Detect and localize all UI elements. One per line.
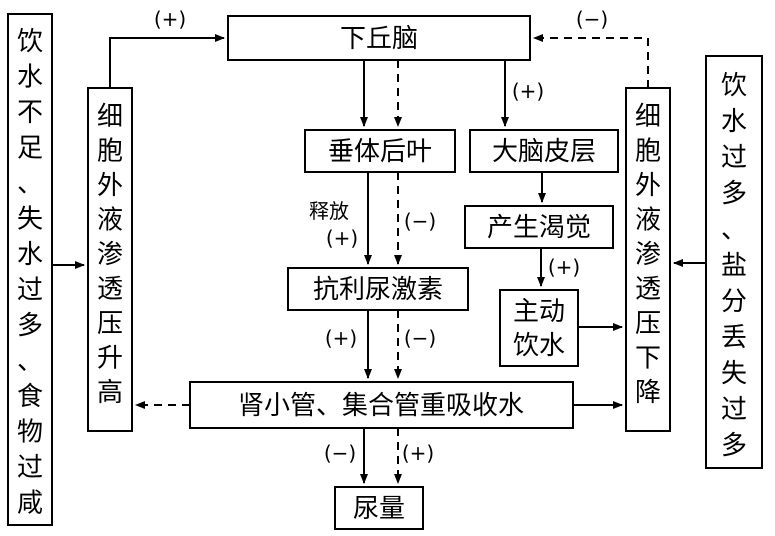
vertical-char: 过 (721, 395, 747, 425)
vertical-char: 失 (721, 359, 747, 389)
adh-box (287, 267, 469, 311)
active-drinking-label-1: 主动 (513, 297, 565, 327)
vertical-char: 失 (17, 205, 43, 235)
cause-left-box (7, 13, 53, 526)
active-drinking-label-2: 饮水 (513, 331, 565, 361)
edge-label-minus-top: (−) (576, 7, 608, 31)
vertical-char: 咸 (17, 489, 43, 519)
edge-label-release: 释放 (309, 199, 349, 223)
vertical-char: 渗 (97, 240, 123, 270)
edge-label-plus-drinking: (+) (548, 255, 580, 279)
vertical-char: 水 (17, 63, 43, 93)
vertical-char: 过 (17, 276, 43, 306)
vertical-char: 、 (17, 169, 43, 199)
vertical-char: 、 (17, 347, 43, 377)
thirst-label: 产生渴觉 (487, 213, 591, 243)
active-drinking-box (499, 289, 579, 367)
osmo-down-box (625, 87, 671, 432)
vertical-char: 过 (17, 453, 43, 483)
vertical-char: 外 (97, 171, 123, 201)
edge-label-plus-urine: (+) (402, 441, 434, 465)
edge-label-plus-cortex: (+) (512, 79, 544, 103)
edge-label-plus-top: (+) (154, 7, 186, 31)
cerebral-cortex-box (469, 129, 619, 173)
thirst-box (464, 205, 614, 249)
cerebral-cortex-label: 大脑皮层 (492, 137, 596, 167)
vertical-char: 渗 (635, 240, 661, 270)
edge-label-minus-urine: (−) (324, 441, 356, 465)
hypothalamus-box (227, 15, 531, 61)
posterior-pituitary-label: 垂体后叶 (328, 137, 432, 167)
reabsorption-box (189, 381, 574, 429)
vertical-char: 高 (97, 378, 123, 408)
vertical-char: 多 (17, 311, 43, 341)
urine-volume-box (334, 486, 424, 530)
posterior-pituitary-box (304, 129, 456, 173)
vertical-char: 食 (17, 382, 43, 412)
reabsorption-label: 肾小管、集合管重吸收水 (238, 391, 524, 421)
vertical-char: 降 (635, 378, 661, 408)
edge-label-plus-release: (+) (326, 226, 358, 250)
edge-label-plus-adh: (+) (325, 326, 357, 350)
hypothalamus-label: 下丘脑 (340, 24, 418, 54)
vertical-char: 水 (17, 240, 43, 270)
vertical-char: 不 (17, 98, 43, 128)
vertical-char: 饮 (17, 27, 43, 57)
vertical-char: 胞 (97, 137, 123, 167)
vertical-char: 升 (97, 344, 123, 374)
vertical-char: 压 (97, 309, 123, 339)
edge-label-minus-adh: (−) (404, 326, 436, 350)
vertical-char: 透 (635, 275, 661, 305)
vertical-char: 、 (721, 215, 747, 245)
vertical-char: 过 (721, 143, 747, 173)
cause-right-box (705, 55, 763, 469)
vertical-char: 物 (17, 418, 43, 448)
vertical-char: 胞 (635, 137, 661, 167)
urine-volume-label: 尿量 (353, 494, 405, 524)
vertical-char: 细 (635, 102, 661, 132)
vertical-char: 足 (17, 134, 43, 164)
vertical-char: 液 (635, 206, 661, 236)
vertical-char: 外 (635, 171, 661, 201)
vertical-char: 饮 (721, 71, 747, 101)
vertical-char: 细 (97, 102, 123, 132)
edge-label-minus-release: (−) (404, 209, 436, 233)
vertical-char: 多 (721, 431, 747, 461)
vertical-char: 下 (635, 344, 661, 374)
edge-osmoup-to-hypothalamus (109, 34, 225, 88)
vertical-char: 盐 (721, 251, 747, 281)
vertical-char: 水 (721, 107, 747, 137)
vertical-char: 透 (97, 275, 123, 305)
vertical-char: 压 (635, 309, 661, 339)
vertical-char: 丢 (721, 323, 747, 353)
edge-osmodown-to-hypothalamus (533, 34, 649, 88)
vertical-char: 多 (721, 179, 747, 209)
vertical-char: 液 (97, 206, 123, 236)
adh-label: 抗利尿激素 (313, 275, 443, 305)
vertical-char: 分 (721, 287, 747, 317)
osmo-up-box (87, 87, 133, 432)
